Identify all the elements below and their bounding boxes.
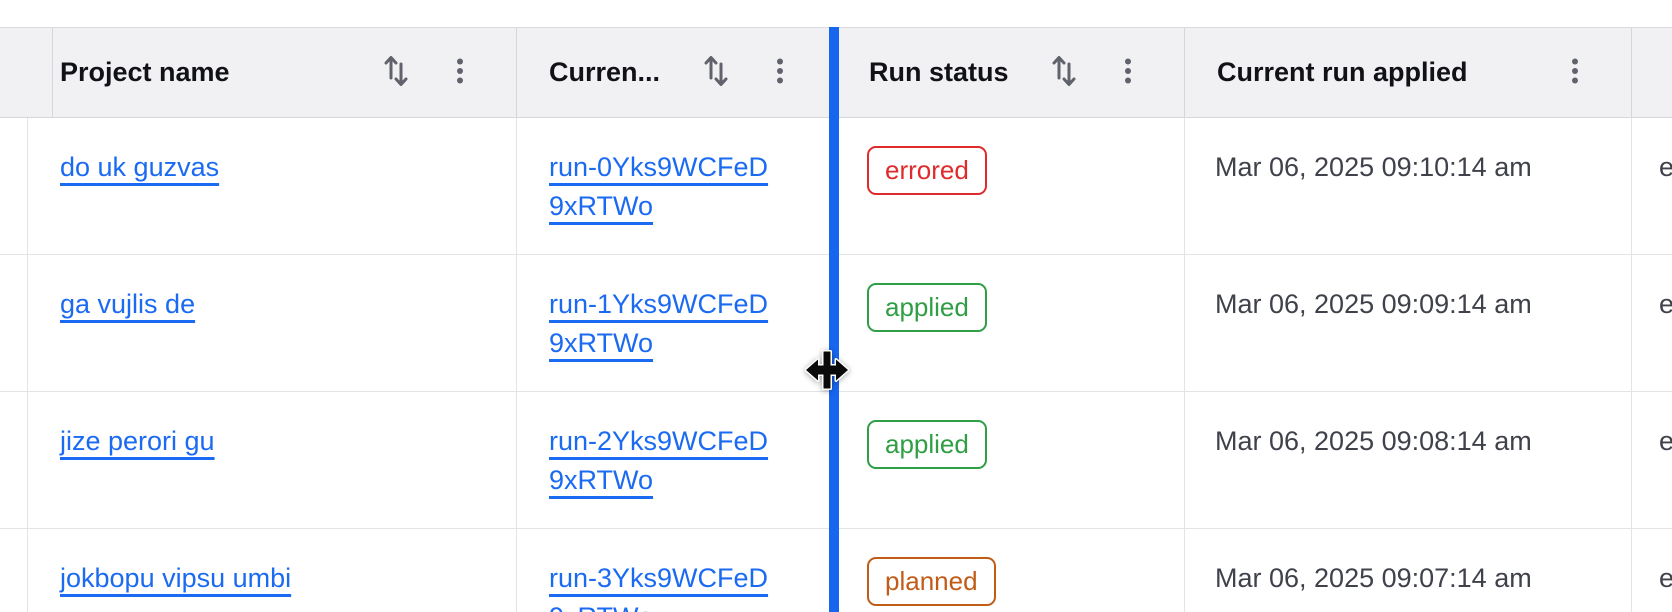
project-link[interactable]: ga vujlis de (60, 289, 196, 319)
current-run-applied-cell: Mar 06, 2025 09:07:14 am (1185, 529, 1632, 612)
column-label-project-name: Project name (60, 57, 230, 87)
current-run-cell: run-1Yks9WCFeD 9xRTWo (517, 255, 837, 391)
clipped-cell: e (1659, 152, 1672, 182)
column-menu-button-current-run[interactable] (776, 58, 784, 87)
kebab-menu-icon (776, 58, 784, 87)
sort-button-run-status[interactable] (1052, 54, 1076, 91)
column-label-current-run: Curren... (549, 57, 661, 87)
run-status-badge: applied (867, 283, 987, 332)
sort-arrows-icon (704, 54, 728, 91)
project-name-cell: do uk guzvas (28, 118, 517, 254)
current-run-applied-cell: Mar 06, 2025 09:08:14 am (1185, 392, 1632, 528)
sort-button-current-run[interactable] (704, 54, 728, 91)
run-status-cell: applied (837, 392, 1185, 528)
run-status-badge: planned (867, 557, 996, 606)
run-link[interactable]: run-0Yks9WCFeD 9xRTWo (549, 152, 769, 221)
current-run-cell: run-2Yks9WCFeD 9xRTWo (517, 392, 837, 528)
header-cell-current-run-applied: Current run applied (1185, 28, 1632, 117)
run-status-badge: errored (867, 146, 987, 195)
column-resize-indicator[interactable] (829, 27, 839, 612)
kebab-menu-icon (1571, 58, 1579, 87)
current-run-applied-cell: Mar 06, 2025 09:10:14 am (1185, 118, 1632, 254)
current-run-cell: run-0Yks9WCFeD 9xRTWo (517, 118, 837, 254)
sort-arrows-icon (1052, 54, 1076, 91)
project-name-cell: jize perori gu (28, 392, 517, 528)
project-link[interactable]: jize perori gu (60, 426, 215, 456)
column-label-run-status: Run status (869, 57, 1009, 87)
column-menu-button-project-name[interactable] (456, 58, 464, 87)
run-link[interactable]: run-2Yks9WCFeD 9xRTWo (549, 426, 769, 495)
sort-button-project-name[interactable] (384, 54, 408, 91)
run-link[interactable]: run-1Yks9WCFeD 9xRTWo (549, 289, 769, 358)
sort-arrows-icon (384, 54, 408, 91)
row-spacer-cell (0, 118, 28, 254)
kebab-menu-icon (1124, 58, 1132, 87)
run-status-cell: errored (837, 118, 1185, 254)
row-spacer-cell (0, 392, 28, 528)
project-link[interactable]: do uk guzvas (60, 152, 220, 182)
clipped-cell: e (1659, 426, 1672, 456)
column-menu-button-run-status[interactable] (1124, 58, 1132, 87)
run-status-badge: applied (867, 420, 987, 469)
header-cell-project-name: Project name (28, 28, 517, 117)
row-spacer-cell (0, 529, 28, 612)
project-name-cell: jokbopu vipsu umbi (28, 529, 517, 612)
clipped-cell: e (1659, 563, 1672, 593)
header-cell-run-status: Run status (837, 28, 1185, 117)
current-run-cell: run-3Yks9WCFeD 9xRTWo (517, 529, 837, 612)
kebab-menu-icon (456, 58, 464, 87)
header-cell-spacer (0, 28, 53, 117)
current-run-applied-cell: Mar 06, 2025 09:09:14 am (1185, 255, 1632, 391)
header-cell-current-run: Curren... (517, 28, 837, 117)
run-link[interactable]: run-3Yks9WCFeD 9xRTWo (549, 563, 769, 612)
header-cell-clipped: V (1632, 28, 1672, 117)
clipped-cell: e (1659, 289, 1672, 319)
run-status-cell: applied (837, 255, 1185, 391)
project-name-cell: ga vujlis de (28, 255, 517, 391)
row-spacer-cell (0, 255, 28, 391)
column-menu-button-current-run-applied[interactable] (1571, 58, 1579, 87)
column-label-current-run-applied: Current run applied (1217, 57, 1468, 87)
project-link[interactable]: jokbopu vipsu umbi (60, 563, 292, 593)
run-status-cell: planned (837, 529, 1185, 612)
